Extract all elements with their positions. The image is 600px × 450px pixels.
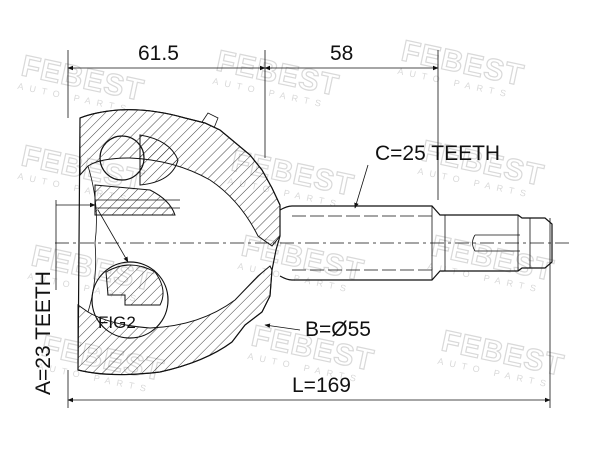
output-shaft (279, 205, 553, 281)
fig2-detail: FIG2 (91, 209, 169, 339)
fig2-label: FIG2 (98, 313, 136, 332)
inner-race-balls (94, 134, 180, 216)
dim-housing-length: 61.5 (138, 42, 179, 65)
watermark-brand-2: FEBEST AUTO PARTS (212, 44, 343, 110)
watermark-brand-9: FEBEST AUTO PARTS (427, 229, 558, 295)
dim-inner-teeth: A=23 TEETH (32, 271, 55, 395)
dim-outer-diameter: B=Ø55 (305, 318, 371, 341)
dimension-lines (55, 50, 551, 408)
dim-total-length: L=169 (292, 374, 351, 397)
watermark-brand-12: FEBEST AUTO PARTS (437, 324, 568, 390)
dim-shaft-length: 58 (330, 42, 353, 65)
watermark-brand-1: FEBEST AUTO PARTS (17, 49, 148, 115)
dim-outer-teeth: C=25 TEETH (375, 142, 500, 165)
